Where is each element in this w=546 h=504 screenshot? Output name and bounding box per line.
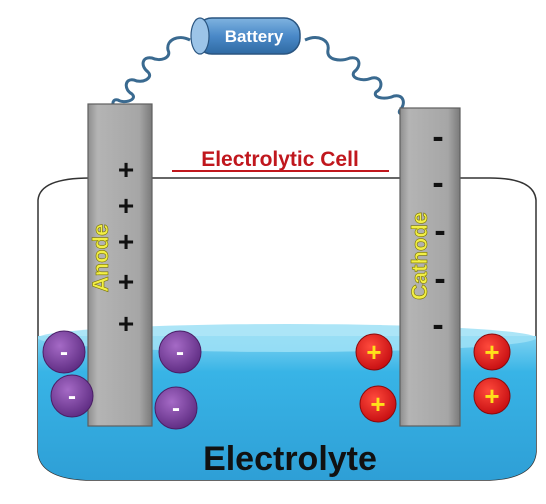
cathode-minus-5: - [432,306,443,344]
battery-label: Battery [225,27,284,46]
anion-sign: - [176,339,184,366]
cation-ion: + [355,333,393,371]
anion-sign: - [68,383,76,410]
cathode-electrode: Cathode - - - - - [399,107,461,427]
anion-ion: - [154,386,198,430]
cation-ion: + [473,333,511,371]
cation-sign: + [484,337,499,367]
wire-left [111,36,191,116]
anode-label: Anode [88,224,113,292]
electrolyte-label: Electrolyte [203,440,377,478]
anode-plus-3: + [118,226,134,257]
cation-sign: + [370,389,385,419]
anode-plus-2: + [118,190,134,221]
cation-ion: + [359,385,397,423]
cathode-minus-2: - [432,164,443,202]
cation-sign: + [484,381,499,411]
cation-sign: + [366,337,381,367]
anion-sign: - [172,395,180,422]
anion-ion: - [50,374,94,418]
anode-plus-1: + [118,154,134,185]
anion-ion: - [42,330,86,374]
battery: Battery [190,17,301,55]
cation-ion: + [473,377,511,415]
cathode-minus-3: - [434,212,445,250]
diagram-title: Electrolytic Cell [201,148,359,171]
cathode-minus-1: - [432,118,443,156]
anode-plus-4: + [118,266,134,297]
anode-plus-5: + [118,308,134,339]
anode-electrode: Anode + + + + + [87,103,153,427]
cathode-label: Cathode [407,212,432,300]
anion-sign: - [60,339,68,366]
anion-ion: - [158,330,202,374]
cathode-minus-4: - [434,260,445,298]
